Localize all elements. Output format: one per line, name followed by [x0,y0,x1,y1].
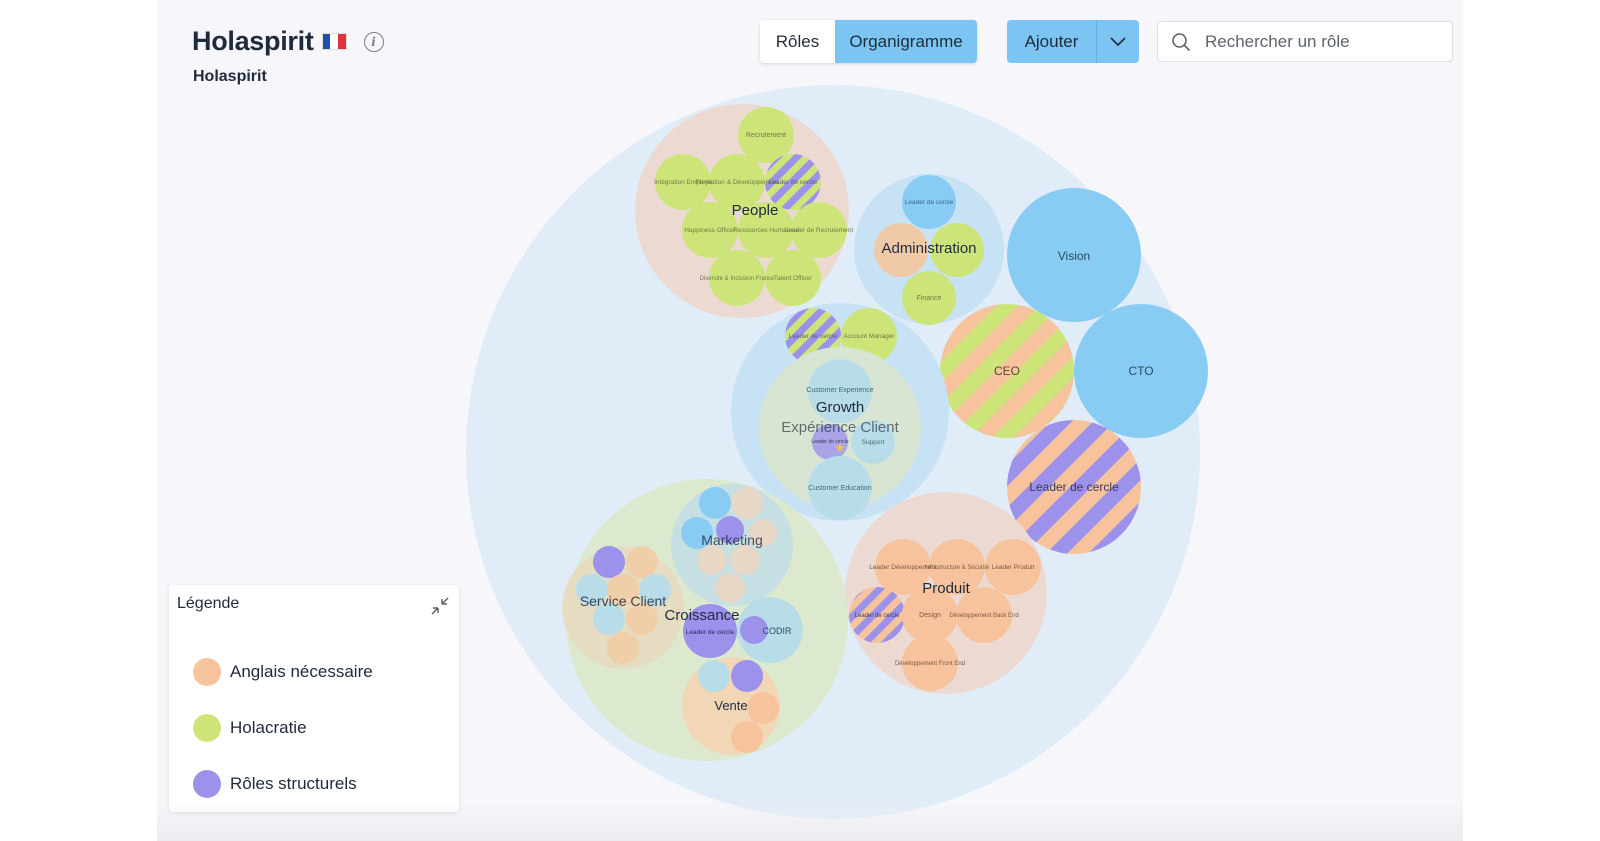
legend-item-label: Holacratie [230,718,307,737]
circle-growth[interactable]: Leader de cercle Account Manager Custome… [731,303,949,521]
add-dropdown-button[interactable] [1097,20,1139,63]
role-label: Recrutement [746,132,786,139]
circle-label: Produit [922,580,970,597]
role-label: Account Manager [844,333,896,340]
role-label: Customer Experience [806,387,873,394]
add-button-group: Ajouter [1007,20,1139,63]
circle-label: Croissance [664,607,739,624]
view-toggle: Rôles Organigramme [760,20,977,63]
role-label: Ressources Humaines [733,227,799,234]
role-label: CODIR [763,626,793,636]
page-subtitle: Holaspirit [193,68,267,85]
legend-item-roles-structurels: Rôles structurels [193,770,357,798]
legend-item-anglais: Anglais nécessaire [193,658,373,686]
role-label: Développement Back End [949,613,1018,619]
role-label: Développement Front End [895,661,965,667]
role-label: Leader de cercle [769,179,818,186]
role-label: Diversité & Inclusion France [700,276,775,282]
circle-cto[interactable]: CTO [1074,304,1208,438]
circle-label: Marketing [701,532,762,548]
role-label: Leader de cercle [789,333,838,340]
role-label: Vision [1058,249,1090,263]
search-icon [1172,32,1191,51]
role-label: CTO [1128,364,1153,378]
role-label: Leader de cercle [1029,480,1119,494]
role-label: Leader Développement [869,564,937,571]
circle-croissance[interactable]: Marketing Service Client CODIR Leader de… [562,479,848,761]
star-icon: ★ [834,440,846,455]
circle-leader-de-cercle[interactable]: Leader de cercle [1007,420,1141,554]
legend-color-dot [193,770,221,798]
role-label: Customer Education [808,485,872,492]
role-label: Leader de cercle [855,613,900,619]
app-window: Holaspirit i Holaspirit Rôles Organigram… [157,0,1463,841]
circle-label: Expérience Client [781,419,899,436]
role-label: Leader Produit [992,564,1035,571]
tab-roles[interactable]: Rôles [760,20,835,63]
role-label: Talent Officer [774,275,813,282]
legend-item-label: Anglais nécessaire [230,662,373,681]
organigram-chart: Recrutement Intégration Employé Formatio… [466,85,1208,819]
role-label: Leader de Recrutement [785,227,853,234]
role-label: CEO [994,364,1020,378]
header: Holaspirit i [192,26,384,57]
circle-vision[interactable]: Vision [1007,188,1141,322]
circle-ceo[interactable]: CEO [940,304,1074,438]
search-input[interactable] [1203,30,1447,53]
france-flag-icon [321,33,347,50]
chevron-down-icon [1110,36,1126,46]
add-button[interactable]: Ajouter [1007,20,1097,63]
role-label: Happiness Officer [684,227,736,234]
circle-label: Growth [816,399,864,416]
role-label: Formation & Développement [696,179,779,186]
role-label: Intégration Employé [654,179,712,186]
search-box [1157,21,1453,62]
circle-label: Administration [881,240,976,257]
legend-color-dot [193,658,221,686]
role-label: Leader de cercle [811,439,848,445]
legend-title: Légende [177,595,240,612]
circle-label: People [732,202,779,219]
role-label: Leader de cercle [905,199,954,206]
circle-administration[interactable]: Leader de cercle Finance Administration [854,174,1004,325]
role-label: Design [919,612,941,619]
role-label: Infrastructure & Sécurité [925,565,990,571]
legend-item-label: Rôles structurels [230,774,357,793]
circle-people[interactable]: Recrutement Intégration Employé Formatio… [635,104,853,318]
circle-label: Service Client [580,593,666,609]
tab-organigramme[interactable]: Organigramme [835,20,977,63]
role-label: Leader de cercle [686,629,735,636]
legend-panel: Légende Anglais nécessaire Holacratie Rô… [169,585,459,812]
role-label: Finance [917,295,942,302]
info-icon[interactable]: i [363,31,384,52]
page-title: Holaspirit [192,26,314,56]
legend-item-holacratie: Holacratie [193,714,307,742]
role-label: Support [862,439,885,446]
legend-color-dot [193,714,221,742]
collapse-icon[interactable] [429,595,451,617]
circle-produit[interactable]: Leader Développement Infrastructure & Sé… [845,492,1047,694]
circle-label: Vente [714,698,747,713]
